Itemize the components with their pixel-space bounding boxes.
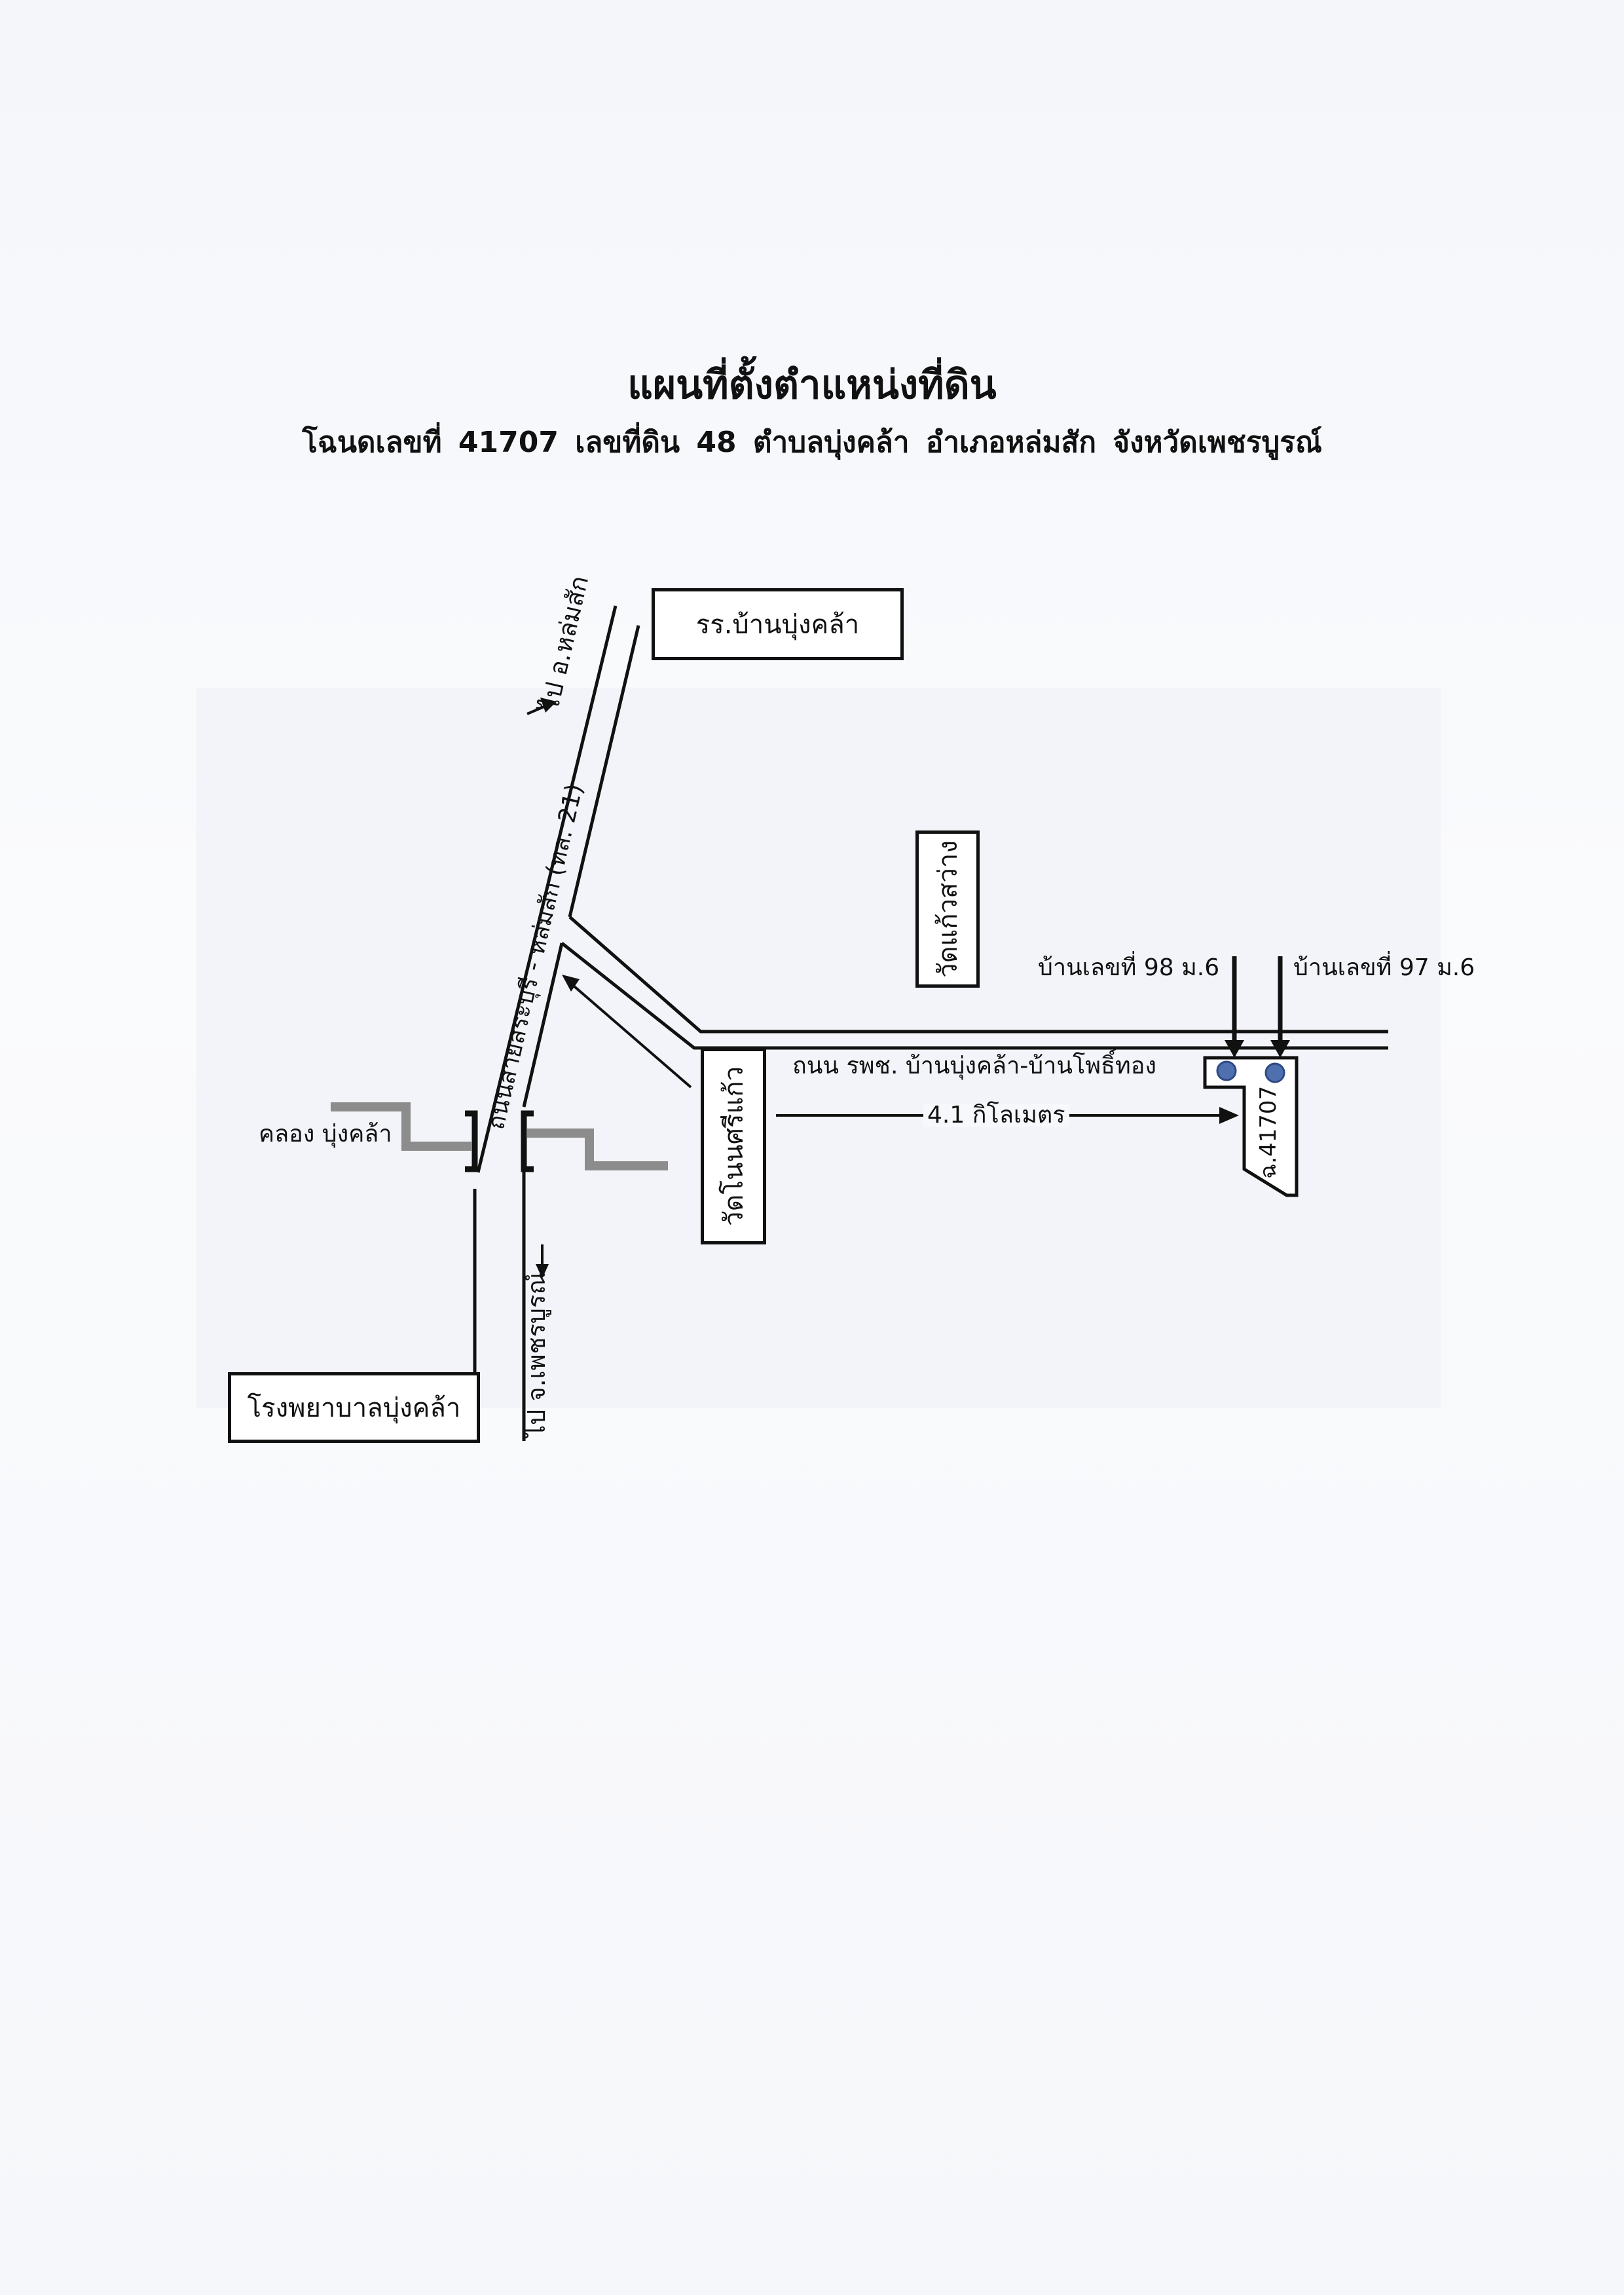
highway-right-edge — [568, 625, 640, 918]
hospital-label: โรงพยาบาลบุ่งคล้า — [247, 1393, 461, 1423]
map-title: แผนที่ตั้งตำแหน่งที่ดิน — [627, 362, 997, 408]
parcel-label: ฉ.41707 — [1255, 1085, 1282, 1179]
local-road-label: ถนน รพช. บ้านบุ่งคล้า-บ้านโพธิ์ทอง — [792, 1053, 1156, 1079]
temple-sri-kaew-box: วัดโนนศรีแก้ว — [701, 1048, 766, 1244]
hospital-box: โรงพยาบาลบุ่งคล้า — [228, 1372, 480, 1443]
temple-access-arrowhead — [562, 975, 580, 992]
temple-sawang-label: วัดแก้วสว่าง — [933, 840, 963, 978]
temple-sri-kaew-label: วัดโนนศรีแก้ว — [719, 1066, 749, 1226]
highway-left-edge — [476, 605, 618, 1173]
temple-access-line — [568, 981, 692, 1089]
deed-subtitle: โฉนดเลขที่ 41707 เลขที่ดิน 48 ตำบลบุ่งคล… — [302, 426, 1322, 459]
junction-lower — [561, 942, 1388, 1050]
temple-sawang-box: วัดแก้วสว่าง — [915, 830, 980, 988]
house-97-label: บ้านเลขที่ 97 ม.6 — [1293, 954, 1475, 981]
bridge-right-bracket — [521, 1110, 534, 1172]
school-box: รร.บ้านบุ่งคล้า — [652, 588, 904, 660]
canal-east — [527, 1129, 668, 1170]
house-98-label: บ้านเลขที่ 98 ม.6 — [1038, 954, 1220, 981]
house97-arrowhead — [1270, 1040, 1290, 1058]
distance-label: 4.1 กิโลเมตร — [923, 1104, 1069, 1127]
canal-west — [331, 1102, 471, 1151]
highway-right-edge-mid — [522, 942, 564, 1108]
school-label: รร.บ้านบุ่งคล้า — [695, 610, 860, 640]
house98-dot — [1216, 1060, 1237, 1081]
distance-arrowhead — [1219, 1107, 1239, 1124]
junction-upper — [568, 916, 1388, 1034]
south-direction-arrowhead — [536, 1264, 549, 1278]
bridge-left-bracket — [465, 1110, 478, 1172]
to-phetchabun-label: ไป จ.เพชรบูรณ์ — [522, 1271, 551, 1438]
house98-arrowhead — [1225, 1040, 1244, 1058]
north-direction-arrowhead — [540, 698, 557, 713]
house97-dot — [1264, 1062, 1285, 1083]
canal-label: คลอง บุ่งคล้า — [259, 1121, 392, 1148]
parcel-outline — [1203, 1056, 1299, 1197]
